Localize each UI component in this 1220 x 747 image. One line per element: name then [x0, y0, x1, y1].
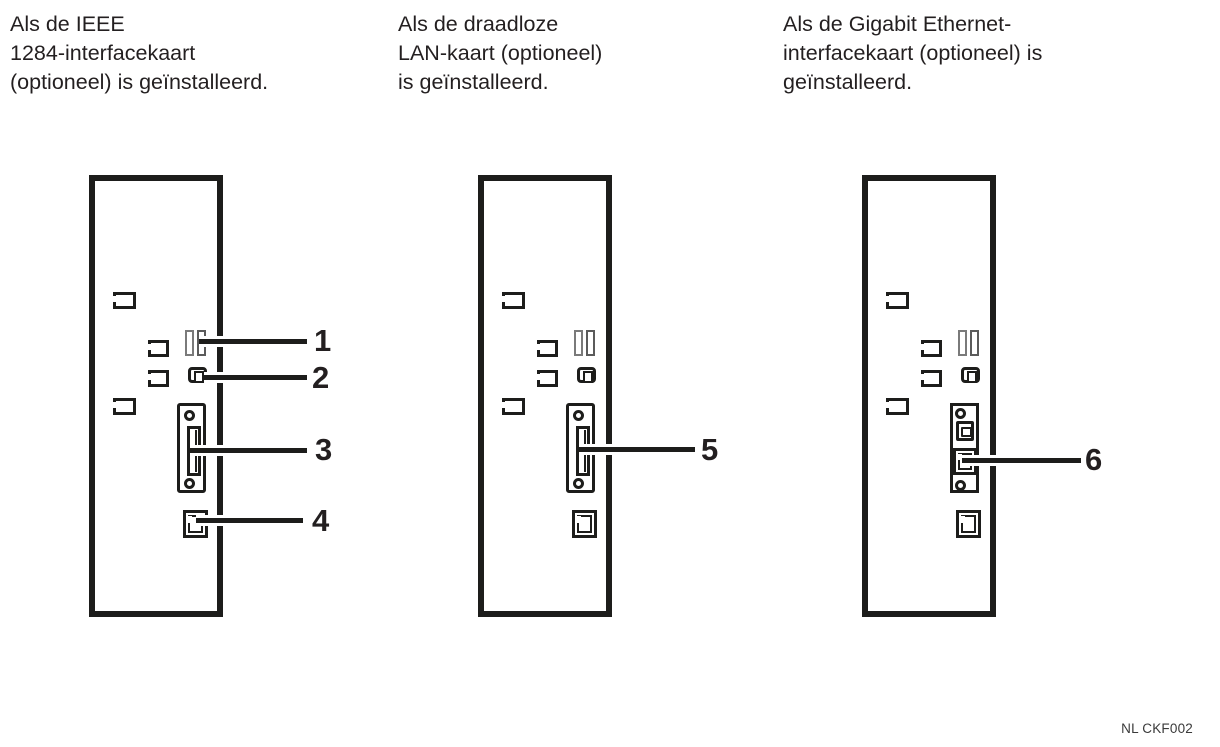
figure-code: NL CKF002 — [1121, 721, 1193, 736]
panel-cutout — [502, 292, 525, 309]
panel-cutout — [502, 398, 525, 415]
callout-line-3 — [190, 448, 307, 453]
port-inner — [577, 515, 592, 533]
slot-bar — [970, 330, 979, 356]
screw-hole — [573, 478, 584, 489]
rear-panel-ieee1284 — [89, 175, 223, 617]
slot-bar — [185, 330, 194, 356]
panel-cutout — [886, 292, 909, 309]
caption-gigabit-ethernet: Als de Gigabit Ethernet- interfacekaart … — [783, 12, 1043, 94]
slot-bar — [958, 330, 967, 356]
callout-line-5 — [579, 447, 695, 452]
callout-label-3: 3 — [315, 432, 333, 467]
caption-ieee1284: Als de IEEE 1284-interfacekaart (optione… — [10, 12, 269, 94]
panel-cutout — [921, 370, 942, 387]
screw-hole — [573, 410, 584, 421]
slot-bar — [586, 330, 595, 356]
panel-cutout — [148, 370, 169, 387]
panel-cutout — [113, 292, 136, 309]
callout-line-2 — [204, 375, 307, 380]
callout-line-6 — [962, 458, 1081, 463]
screw-hole — [184, 410, 195, 421]
callout-label-6: 6 — [1085, 442, 1103, 477]
caption-wireless-lan: Als de draadloze LAN-kaart (optioneel) i… — [398, 12, 603, 94]
rear-panel-gigabit-ethernet — [862, 175, 996, 617]
gigabit-ethernet-card-icon — [950, 403, 979, 493]
ethernet-port-icon — [183, 510, 208, 538]
callout-label-4: 4 — [312, 503, 330, 538]
panel-cutout — [886, 398, 909, 415]
panel-cutout — [537, 370, 558, 387]
dual-slot-port-icon — [958, 330, 980, 356]
ethernet-port-icon — [956, 510, 981, 538]
screw-hole — [955, 408, 966, 419]
panel-cutout — [537, 340, 558, 357]
callout-line-1 — [199, 339, 307, 344]
callout-line-4 — [196, 518, 303, 523]
panel-cutout — [148, 340, 169, 357]
screw-hole — [955, 480, 966, 491]
callout-label-2: 2 — [312, 360, 330, 395]
port-inner — [961, 515, 976, 533]
dual-slot-port-icon — [574, 330, 596, 356]
rear-panel-wireless-lan — [478, 175, 612, 617]
callout-label-5: 5 — [701, 432, 719, 467]
screw-hole — [184, 478, 195, 489]
slot-bar — [574, 330, 583, 356]
usb-port-icon — [956, 421, 974, 441]
expansion-slot-icon — [177, 403, 206, 493]
ethernet-port-icon — [572, 510, 597, 538]
panel-cutout — [113, 398, 136, 415]
small-connector-icon — [961, 367, 980, 383]
panel-cutout — [921, 340, 942, 357]
small-connector-icon — [577, 367, 596, 383]
callout-label-1: 1 — [314, 323, 332, 358]
